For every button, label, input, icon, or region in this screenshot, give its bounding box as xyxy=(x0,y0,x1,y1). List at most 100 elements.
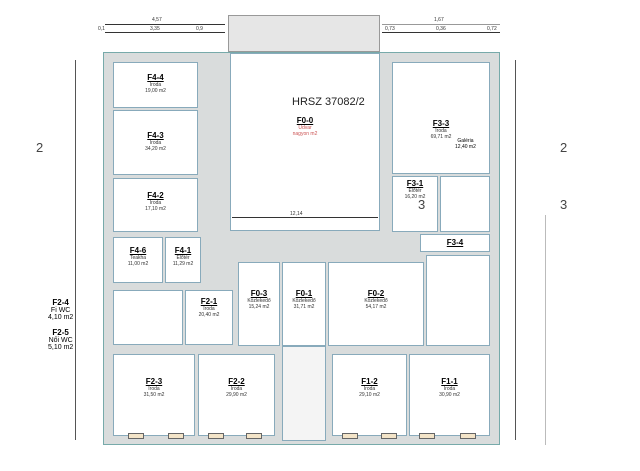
room-area: 31,71 m2 xyxy=(293,304,315,310)
dim-label: 0,73 xyxy=(385,26,395,32)
dimension-line-right xyxy=(515,60,516,440)
room-code: F2-3 xyxy=(145,377,163,386)
room-code: F3-4 xyxy=(446,238,464,247)
room-name: Galéria xyxy=(457,138,474,144)
window xyxy=(342,433,358,439)
courtyard-outside xyxy=(228,15,380,52)
room-area: 34,20 m2 xyxy=(145,146,166,152)
room-code: F4-6 xyxy=(129,246,147,255)
room-area: 11,29 m2 xyxy=(172,261,194,267)
room-code: F2-1 xyxy=(200,297,218,306)
room-area: 17,10 m2 xyxy=(145,206,166,212)
staircase[interactable] xyxy=(426,255,490,346)
dim-label: 1,67 xyxy=(434,17,444,23)
room-area: 31,50 m2 xyxy=(143,392,165,398)
room-area: 11,00 m2 xyxy=(127,261,149,267)
axis-marker: 2 xyxy=(560,140,568,155)
window xyxy=(381,433,397,439)
room-name: Iroda xyxy=(443,386,456,392)
dim-label: 4,57 xyxy=(152,17,162,23)
room-code: F2-2 xyxy=(228,377,245,386)
room-name: Fi WC xyxy=(50,307,71,314)
room-name: Iroda xyxy=(203,306,215,312)
axis-marker: 3 xyxy=(418,197,426,212)
room-name: Közlekedő xyxy=(292,298,316,304)
neighbor-wall xyxy=(545,215,546,445)
dimension-line xyxy=(105,24,225,25)
dim-label: 0,9 xyxy=(196,26,203,32)
room-name: Iroda xyxy=(149,82,162,88)
restroom-area[interactable] xyxy=(113,290,183,345)
window xyxy=(208,433,224,439)
room-area: 15,24 m2 xyxy=(248,304,270,310)
room-code: F4-4 xyxy=(147,73,164,82)
parcel-number: HRSZ 37082/2 xyxy=(292,96,365,108)
room-name: Iroda xyxy=(149,200,162,206)
room-name: Közlekedő xyxy=(364,298,388,304)
window xyxy=(419,433,435,439)
room-name: Előtér xyxy=(176,255,190,261)
entrance-passage[interactable] xyxy=(282,346,326,441)
room-area: 5,10 m2 xyxy=(48,344,74,351)
dimension-line xyxy=(105,32,225,33)
dim-label: 0,36 xyxy=(436,26,446,32)
dimension-line xyxy=(382,32,500,33)
room-area: nagyon m2 xyxy=(292,131,318,137)
room-area: 30,90 m2 xyxy=(439,392,460,398)
dim-label: 0,72 xyxy=(487,26,497,32)
window xyxy=(168,433,184,439)
axis-marker: 3 xyxy=(560,197,568,212)
room-name: Közlekedő xyxy=(247,298,271,304)
room-name: Iroda xyxy=(435,128,447,134)
room-name: Iroda xyxy=(149,140,162,146)
room-area: 12,40 m2 xyxy=(455,144,476,150)
room-code: F3-3 xyxy=(432,119,450,128)
room-area: 20,40 m2 xyxy=(198,312,220,318)
dim-label: 0,1 xyxy=(98,26,105,32)
window xyxy=(128,433,144,439)
room-area: 16,20 m2 xyxy=(404,194,426,200)
room-code: F0-0 xyxy=(296,116,314,125)
dimension-line xyxy=(382,24,500,25)
room-name: Előtér xyxy=(408,188,422,194)
room-area: 54,17 m2 xyxy=(365,304,387,310)
room-F3-4[interactable]: F3-4 xyxy=(420,234,490,252)
dim-label: 12,14 xyxy=(290,211,303,217)
room-code: F4-1 xyxy=(174,246,192,255)
window xyxy=(246,433,262,439)
room-code: F1-2 xyxy=(361,377,378,386)
room-area: 29,90 m2 xyxy=(226,392,247,398)
room-area: 19,00 m2 xyxy=(145,88,166,94)
axis-marker: 2 xyxy=(36,140,44,155)
room-F0-0[interactable]: F0-0 Udvar nagyon m2 xyxy=(230,53,380,231)
kitchen[interactable] xyxy=(440,176,490,232)
room-code: F2-4 xyxy=(52,298,69,307)
room-code: F0-1 xyxy=(295,289,313,298)
room-name: Iroda xyxy=(230,386,243,392)
window xyxy=(460,433,476,439)
room-area: 29,10 m2 xyxy=(359,392,380,398)
dim-label: 3,35 xyxy=(150,26,160,32)
dimension-line-left xyxy=(75,60,76,440)
room-name: Teakha xyxy=(129,255,147,261)
room-code: F2-5 xyxy=(52,328,69,337)
room-code: F0-2 xyxy=(367,289,385,298)
